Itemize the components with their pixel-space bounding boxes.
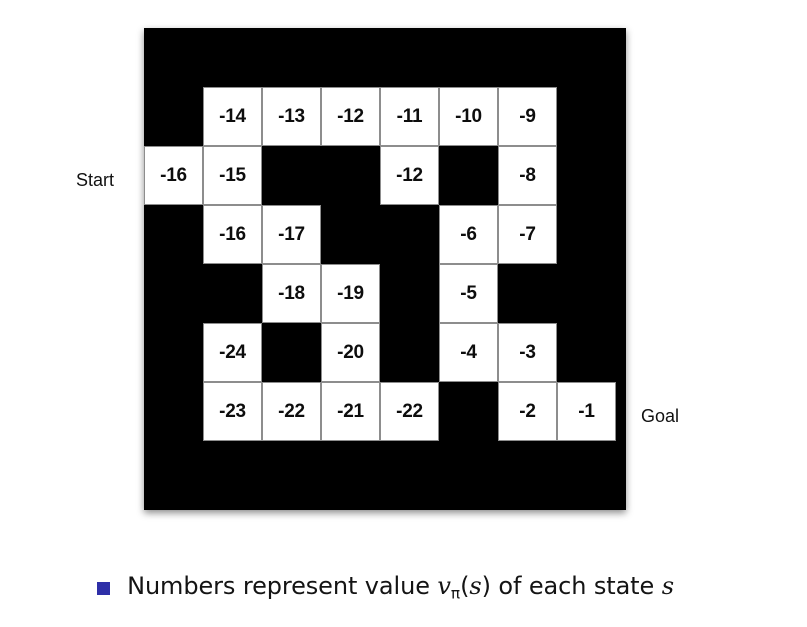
grid-cell-value: -2 [519,401,536,422]
grid-cell-value: -12 [337,106,364,127]
grid-cell-r3-c5: -6 [439,205,498,264]
grid-cell-value: -16 [219,224,246,245]
grid-cell-value: -22 [278,401,305,422]
goal-label: Goal [641,406,680,426]
grid-cell-value: -22 [396,401,423,422]
grid-cell-r6-c6: -2 [498,382,557,441]
grid-cell-r6-c1: -23 [203,382,262,441]
grid-cell-r2-c6: -8 [498,146,557,205]
caption-text-after: of each state [490,572,662,600]
grid-cell-r6-c7: -1 [557,382,616,441]
grid-cell-value: -5 [460,283,477,304]
grid-cell-value: -12 [396,165,423,186]
grid-cell-r6-c2: -22 [262,382,321,441]
caption-text-before: Numbers represent value [127,572,438,600]
grid-cell-value: -4 [460,342,477,363]
grid-cell-value: -7 [519,224,536,245]
grid-cell-value: -9 [519,106,536,127]
grid-cell-r3-c2: -17 [262,205,321,264]
grid-cell-value: -23 [219,401,246,422]
math-symbol-s-arg: s [469,572,482,600]
caption-bullet-item: Numbers represent value vπ(s) of each st… [97,572,674,602]
grid-cell-r1-c4: -11 [380,87,439,146]
gridworld-figure: -14 -13 -12 -11 -10 -9 -16 -15 -12 -8 -16 -17 -6 -7 -1… [76,28,680,510]
caption-text: Numbers represent value vπ(s) of each st… [127,572,674,602]
grid-cell-r5-c3: -20 [321,323,380,382]
bullet-square-icon [97,581,111,595]
grid-cell-r1-c3: -12 [321,87,380,146]
grid-cell-r3-c1: -16 [203,205,262,264]
grid-cell-r1-c2: -13 [262,87,321,146]
math-symbol-s-state: s [661,572,674,600]
grid-cell-r2-c4: -12 [380,146,439,205]
grid-cell-value: -14 [219,106,246,127]
grid-cell-value: -1 [578,401,595,422]
grid-cell-value: -19 [337,283,364,304]
grid-cell-r1-c5: -10 [439,87,498,146]
caption-row: Numbers represent value vπ(s) of each st… [0,572,807,602]
grid-cell-value: -16 [160,165,187,186]
grid-cell-r1-c1: -14 [203,87,262,146]
grid-cell-r5-c5: -4 [439,323,498,382]
grid-cell-value: -8 [519,165,536,186]
grid-cell-value: -20 [337,342,364,363]
math-symbol-v: v [437,572,451,600]
grid-cell-r5-c6: -3 [498,323,557,382]
start-label: Start [76,170,115,190]
grid-cell-value: -24 [219,342,246,363]
grid-cell-value: -3 [519,342,536,363]
grid-cell-r1-c6: -9 [498,87,557,146]
grid-cell-value: -11 [396,106,423,127]
math-subscript-pi: π [450,584,461,603]
grid-cell-r4-c5: -5 [439,264,498,323]
grid-cell-r2-c0: -16 [144,146,203,205]
grid-cell-r4-c2: -18 [262,264,321,323]
grid-cell-r2-c1: -15 [203,146,262,205]
grid-cell-r3-c6: -7 [498,205,557,264]
grid-cell-value: -18 [278,283,305,304]
grid-cell-r5-c1: -24 [203,323,262,382]
grid-cell-value: -17 [278,224,305,245]
grid-cell-value: -21 [337,401,364,422]
grid-cell-value: -15 [219,165,246,186]
grid-cell-value: -6 [460,224,477,245]
grid-cell-r6-c3: -21 [321,382,380,441]
grid-cell-value: -10 [455,106,482,127]
grid-cell-r6-c4: -22 [380,382,439,441]
grid-cell-r4-c3: -19 [321,264,380,323]
math-paren-open: ( [460,572,470,600]
grid-cell-value: -13 [278,106,305,127]
math-paren-close: ) [481,572,491,600]
gridworld-board: -14 -13 -12 -11 -10 -9 -16 -15 -12 -8 -16 -17 -6 -7 -1… [144,28,626,510]
